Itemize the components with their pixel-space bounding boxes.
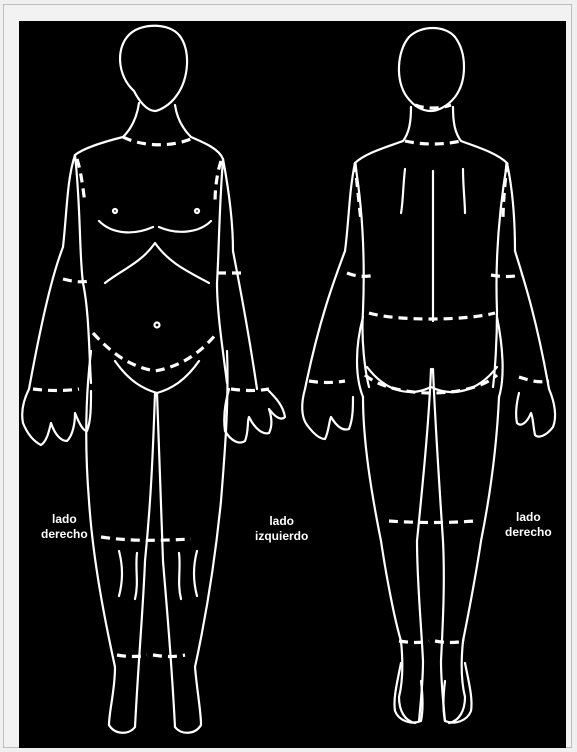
back-segment-lines xyxy=(309,105,549,643)
label-front-right-side-line1: lado xyxy=(41,512,88,527)
front-right-arm-inner xyxy=(217,159,227,383)
back-neck xyxy=(403,107,461,141)
label-left-side-line1: lado xyxy=(255,514,308,529)
front-segment-lines xyxy=(33,137,269,657)
front-right-hand xyxy=(224,389,285,443)
front-head xyxy=(120,26,187,111)
front-left-nipple xyxy=(113,209,117,213)
label-back-right-side-line1: lado xyxy=(505,510,552,525)
label-front-right-side-line2: derecho xyxy=(41,527,88,542)
back-head xyxy=(399,28,464,111)
front-chest-detail xyxy=(99,221,211,232)
label-left-side-line2: izquierdo xyxy=(255,529,308,544)
back-torso xyxy=(305,141,549,389)
back-right-hand xyxy=(516,389,555,437)
label-back-right-side-line2: derecho xyxy=(505,525,552,540)
front-groin xyxy=(115,361,199,393)
back-inner-legs xyxy=(417,369,445,721)
front-right-nipple xyxy=(195,209,199,213)
front-neck-right xyxy=(175,105,191,137)
back-left-hand xyxy=(302,389,353,439)
front-knee-details xyxy=(119,551,197,599)
front-left-hand xyxy=(22,389,91,445)
label-left-side: lado izquierdo xyxy=(255,514,308,544)
label-front-right-side: lado derecho xyxy=(41,512,88,542)
front-inner-legs xyxy=(135,393,175,727)
front-navel xyxy=(155,323,160,328)
front-ribcage xyxy=(105,243,209,283)
front-neck-left xyxy=(123,103,139,137)
front-figure xyxy=(22,26,285,733)
label-back-right-side: lado derecho xyxy=(505,510,552,540)
back-feet xyxy=(394,663,471,723)
back-outer-legs xyxy=(363,397,499,723)
body-diagram: lado derecho lado izquierdo lado derecho xyxy=(19,21,566,748)
back-figure xyxy=(302,28,555,723)
